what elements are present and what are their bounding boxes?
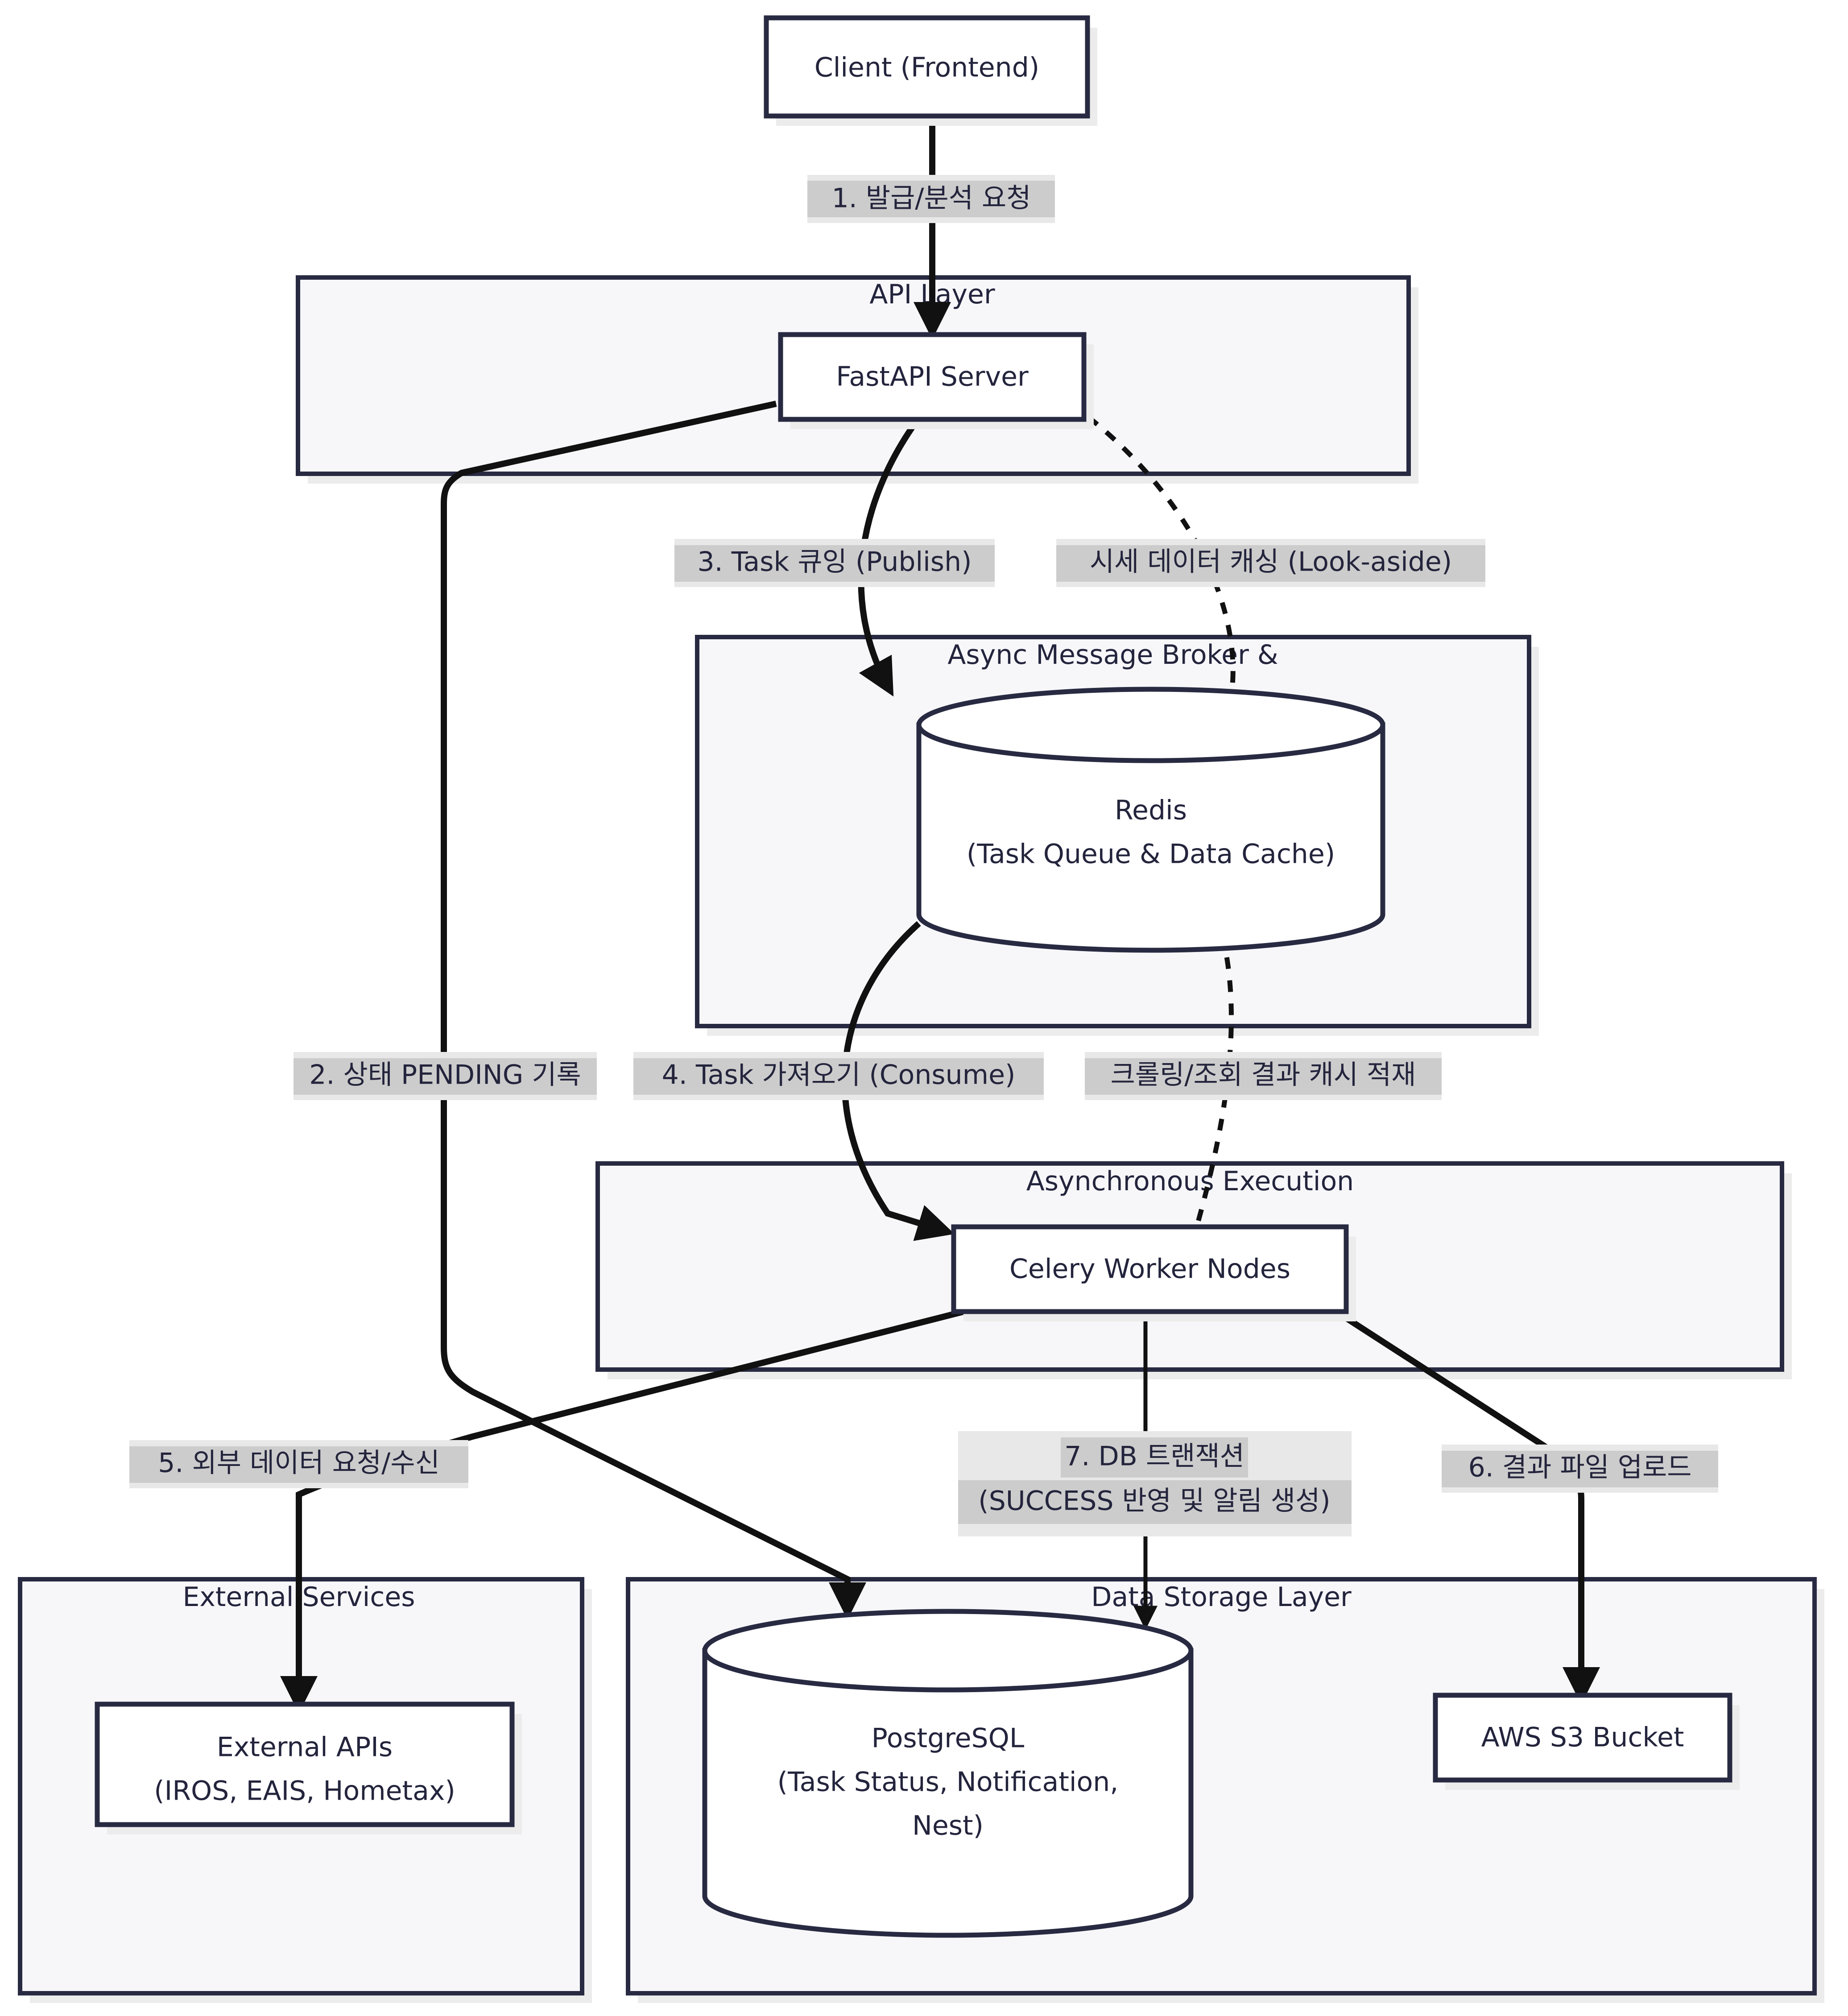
- node-label-s3: AWS S3 Bucket: [1481, 1722, 1684, 1753]
- node-label-postgres-line1: PostgreSQL: [872, 1723, 1025, 1754]
- node-redis[interactable]: Redis (Task Queue & Data Cache): [916, 687, 1385, 953]
- edge-label-text-6: 6. 결과 파일 업로드: [1468, 1452, 1692, 1483]
- cluster-exec-layer: Asynchronous Execution: [595, 1161, 1792, 1379]
- node-fastapi[interactable]: FastAPI Server: [778, 332, 1094, 429]
- node-external-apis[interactable]: External APIs (IROS, EAIS, Hometax): [95, 1701, 522, 1834]
- cluster-title-broker-layer: Async Message Broker &: [947, 639, 1278, 671]
- node-label-redis-line2: (Task Queue & Data Cache): [967, 839, 1335, 870]
- edge-label-text-7-line1: 7. DB 트랜잭션: [1064, 1441, 1244, 1472]
- edge-label-text-2: 2. 상태 PENDING 기록: [309, 1060, 581, 1091]
- node-label-postgres-line3: Nest): [912, 1810, 984, 1842]
- edge-label-5: 5. 외부 데이터 요청/수신: [129, 1440, 468, 1488]
- node-label-celery: Celery Worker Nodes: [1009, 1254, 1290, 1285]
- edge-label-text-3: 3. Task 큐잉 (Publish): [697, 546, 972, 578]
- node-celery[interactable]: Celery Worker Nodes: [951, 1224, 1356, 1321]
- edge-label-text-4: 4. Task 가져오기 (Consume): [662, 1060, 1016, 1091]
- node-label-redis-line1: Redis: [1115, 795, 1187, 826]
- edge-label-text-1: 1. 발급/분석 요청: [832, 183, 1031, 214]
- edge-label-8: 시세 데이터 캐싱 (Look-aside): [1056, 539, 1485, 587]
- edge-label-3: 3. Task 큐잉 (Publish): [674, 539, 995, 587]
- edge-label-6: 6. 결과 파일 업로드: [1442, 1445, 1718, 1493]
- edge-label-text-5: 5. 외부 데이터 요청/수신: [158, 1448, 439, 1479]
- edge-label-9: 크롤링/조회 결과 캐시 적재: [1085, 1052, 1442, 1100]
- cluster-title-exec-layer: Asynchronous Execution: [1026, 1166, 1354, 1197]
- edge-fastapi-to-postgres: [441, 401, 866, 1620]
- cluster-title-storage-layer: Data Storage Layer: [1091, 1581, 1352, 1613]
- edge-label-7: 7. DB 트랜잭션 (SUCCESS 반영 및 알림 생성): [958, 1431, 1352, 1536]
- edge-label-text-7-line2: (SUCCESS 반영 및 알림 생성): [978, 1486, 1330, 1517]
- node-label-postgres-line2: (Task Status, Notification,: [777, 1767, 1119, 1798]
- node-client[interactable]: Client (Frontend): [764, 15, 1097, 126]
- edge-label-4: 4. Task 가져오기 (Consume): [633, 1052, 1044, 1100]
- node-label-client: Client (Frontend): [814, 52, 1039, 83]
- node-s3[interactable]: AWS S3 Bucket: [1433, 1693, 1740, 1790]
- node-postgres[interactable]: PostgreSQL (Task Status, Notification, N…: [702, 1609, 1194, 1938]
- node-label-extapi-line1: External APIs: [217, 1732, 393, 1763]
- node-label-fastapi: FastAPI Server: [836, 361, 1029, 393]
- edge-label-1: 1. 발급/분석 요청: [807, 175, 1055, 223]
- node-label-extapi-line2: (IROS, EAIS, Hometax): [154, 1776, 455, 1807]
- edge-label-text-8: 시세 데이터 캐싱 (Look-aside): [1090, 546, 1452, 578]
- edge-fastapi-cache-redis: [1087, 415, 1236, 697]
- edge-label-2: 2. 상태 PENDING 기록: [294, 1052, 597, 1100]
- edge-label-text-9: 크롤링/조회 결과 캐시 적재: [1111, 1060, 1416, 1091]
